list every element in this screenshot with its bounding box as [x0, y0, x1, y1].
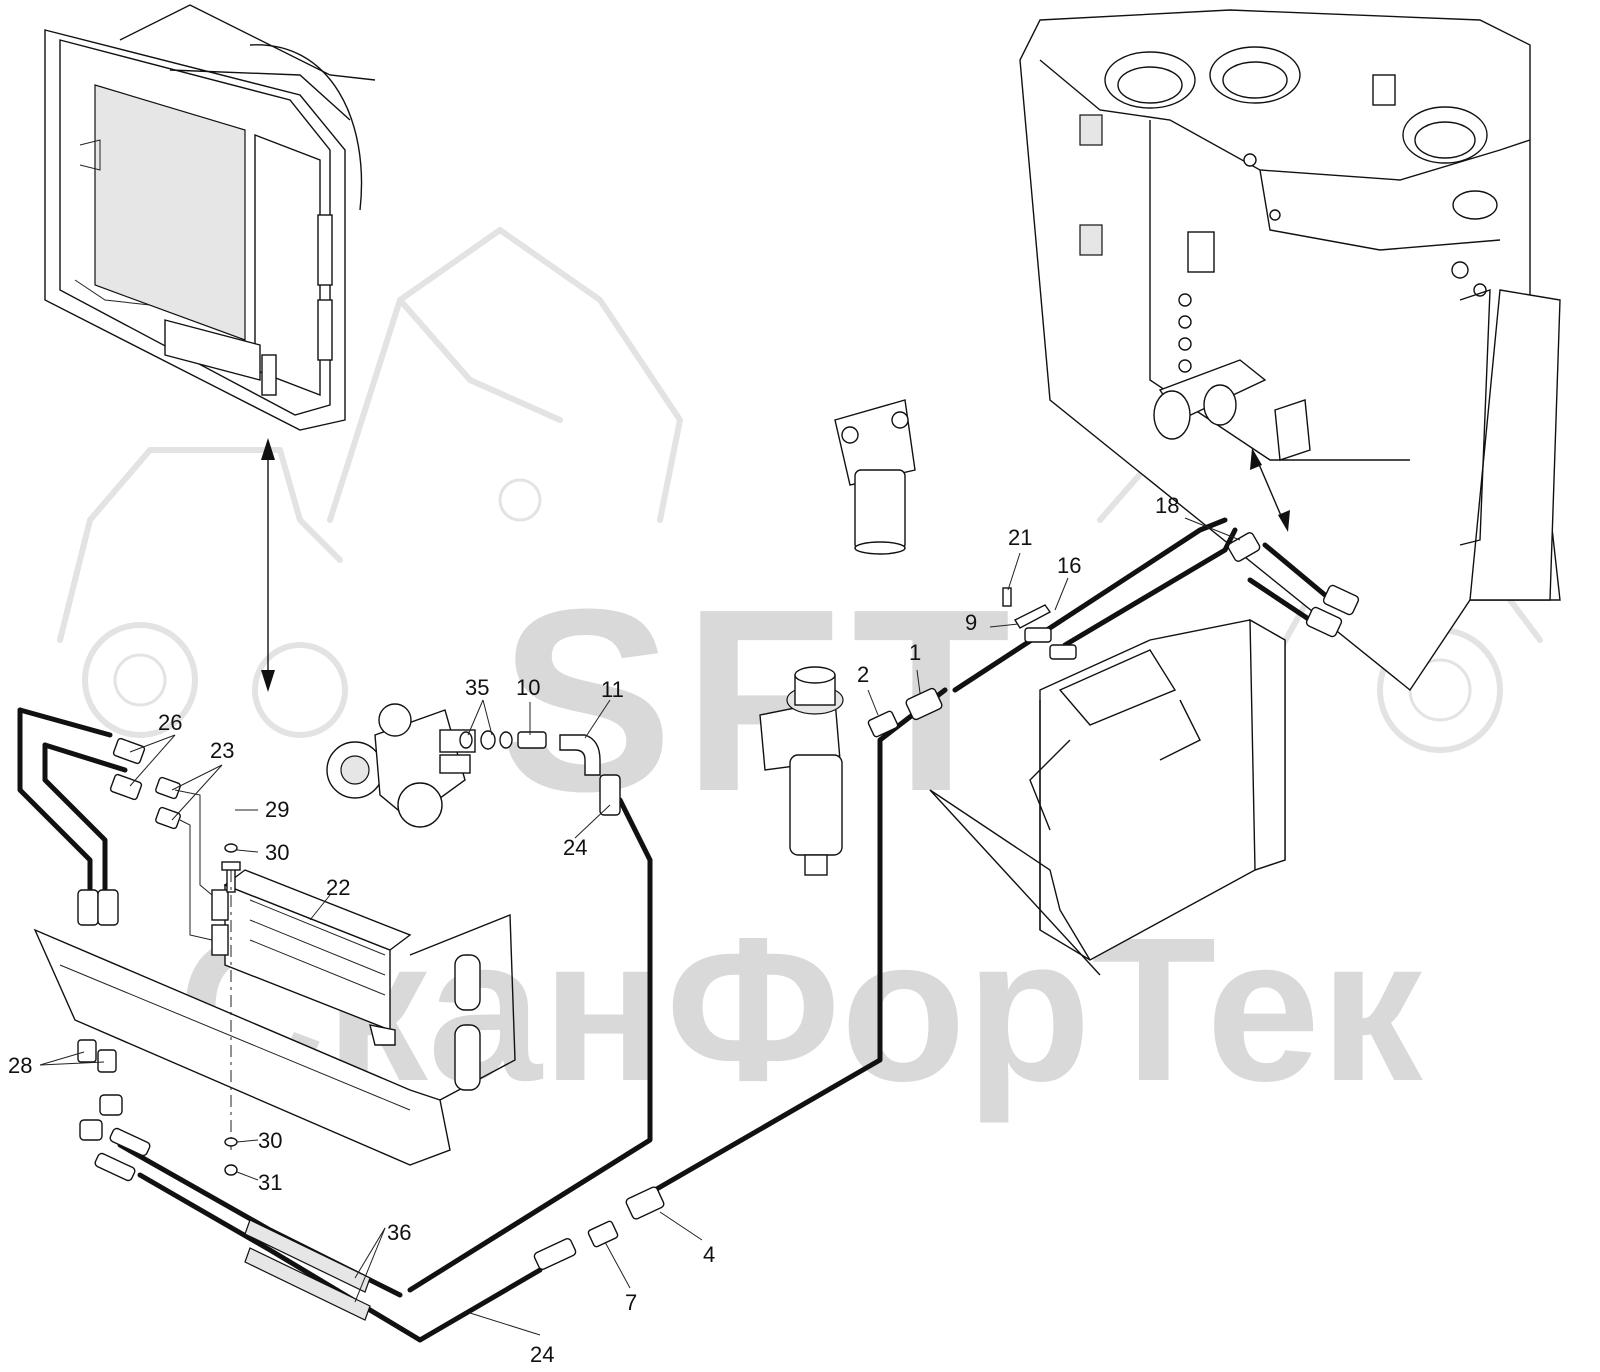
fuel-filter-upper	[834, 399, 916, 555]
callout-30-top: 30	[265, 840, 289, 865]
fittings	[77, 532, 1360, 1270]
callout-22: 22	[326, 875, 350, 900]
callout-1: 1	[909, 640, 921, 665]
callout-36: 36	[387, 1220, 411, 1245]
engine-block-ports	[1178, 153, 1487, 373]
assembly-link-arrow	[261, 438, 275, 692]
callout-4: 4	[703, 1242, 715, 1267]
callout-31: 31	[258, 1170, 282, 1195]
callout-26: 26	[158, 710, 182, 735]
cooler-core-right	[929, 618, 1286, 976]
callout-9: 9	[965, 610, 977, 635]
callout-23: 23	[210, 738, 234, 763]
leader-lines	[39, 517, 1241, 1336]
callout-2: 2	[857, 662, 869, 687]
protective-sleeve	[244, 1219, 371, 1321]
callout-labels: 26 23 29 30 22 28 30 31 36 24 24 35 10 1…	[8, 493, 1179, 1367]
engine-block	[1019, 9, 1561, 692]
engine-link-arrow	[1250, 448, 1290, 532]
callout-28: 28	[8, 1053, 32, 1078]
callout-18: 18	[1155, 493, 1179, 518]
callout-11: 11	[601, 677, 624, 702]
callout-30-bottom: 30	[258, 1128, 282, 1153]
callout-10: 10	[516, 675, 540, 700]
callout-29: 29	[265, 797, 289, 822]
injection-pump	[326, 703, 476, 828]
callout-35: 35	[465, 675, 489, 700]
cooler-bracket	[33, 913, 516, 1166]
callout-21: 21	[1008, 525, 1032, 550]
callout-24-mid: 24	[563, 835, 587, 860]
fuel-filter-lower	[759, 666, 844, 876]
callout-24-bottom: 24	[530, 1342, 554, 1367]
callout-16: 16	[1057, 553, 1081, 578]
radiator-assembly	[44, 4, 376, 431]
callout-7: 7	[625, 1290, 637, 1315]
